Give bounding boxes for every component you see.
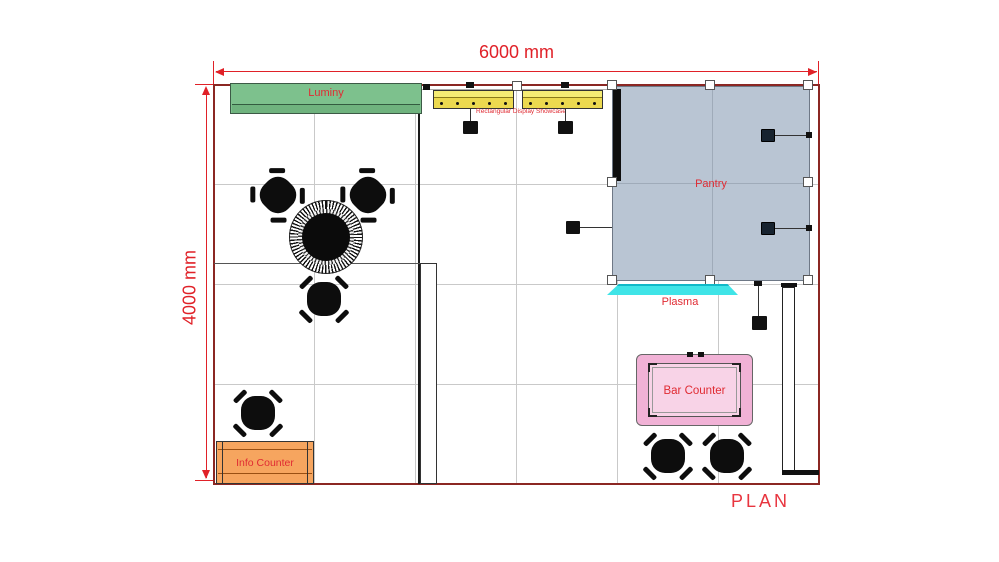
round-table — [289, 200, 363, 274]
wall-post — [607, 80, 617, 90]
wall-post — [705, 275, 715, 285]
spotlight-cord — [565, 109, 566, 122]
wall-post — [803, 177, 813, 187]
dimension-extension-tick — [213, 61, 214, 84]
pantry-room: Pantry — [612, 86, 810, 281]
light-arm — [775, 135, 808, 136]
chair — [701, 432, 753, 480]
wall-nub — [754, 281, 762, 286]
bar-counter-top — [648, 363, 741, 417]
luminy-counter: Luminy — [230, 83, 422, 114]
wall-cap — [781, 283, 797, 287]
light-arm — [580, 227, 612, 228]
info-counter: Info Counter — [216, 441, 314, 484]
wall-post — [705, 80, 715, 90]
luminy-front-strip — [232, 104, 420, 113]
partition-panel — [420, 263, 437, 484]
spotlight — [463, 121, 478, 134]
spotlight — [558, 121, 573, 134]
showcase-shelf — [434, 97, 513, 108]
display-showcase — [522, 90, 603, 109]
arrow-down-icon — [202, 470, 210, 479]
wall-post — [512, 81, 522, 91]
spotlight-cord — [758, 286, 759, 316]
side-wall — [782, 287, 795, 471]
spotlight — [566, 221, 580, 234]
pantry-light — [761, 222, 775, 235]
wall-post — [803, 275, 813, 285]
info-counter-label: Info Counter — [236, 457, 294, 469]
showcase-shelf — [523, 97, 602, 108]
dimension-height-label: 4000 mm — [179, 249, 200, 326]
grid-line — [215, 184, 818, 185]
chair — [298, 275, 350, 323]
counter-edge — [218, 473, 312, 474]
dimension-width-label: 6000 mm — [478, 42, 555, 62]
bar-counter: Bar Counter — [636, 352, 753, 426]
partition-wall — [418, 85, 420, 484]
plan-title: PLAN — [730, 491, 791, 511]
wall-nub — [423, 84, 430, 90]
counter-nub — [687, 352, 693, 357]
wall-nub — [806, 132, 812, 138]
arrow-right-icon — [808, 68, 817, 76]
grid-line — [215, 284, 818, 285]
wall-post — [803, 80, 813, 90]
pantry-door — [613, 89, 621, 181]
wall-nub — [466, 82, 474, 88]
counter-bracket — [732, 363, 741, 372]
plasma-screen — [607, 284, 738, 295]
spotlight-cord — [470, 109, 471, 122]
pantry-label: Pantry — [695, 178, 727, 190]
counter-cap — [307, 442, 308, 483]
counter-cap — [222, 442, 223, 483]
showcase-label: Rectangular Display Showcase — [476, 108, 566, 115]
pantry-light — [761, 129, 775, 142]
wall-cap — [782, 470, 819, 475]
wall-nub — [561, 82, 569, 88]
chair — [232, 389, 284, 437]
arrow-left-icon — [215, 68, 224, 76]
light-arm — [775, 228, 808, 229]
arrow-up-icon — [202, 86, 210, 95]
dimension-extension-tick — [195, 480, 214, 481]
grid-line — [215, 384, 818, 385]
dimension-height-line — [206, 88, 207, 478]
dimension-extension-tick — [195, 84, 214, 85]
bar-counter-label: Bar Counter — [663, 385, 726, 397]
chair — [642, 432, 694, 480]
wall-nub — [806, 225, 812, 231]
counter-edge — [218, 449, 312, 450]
dimension-width-line — [216, 71, 817, 72]
plasma-label: Plasma — [661, 296, 699, 308]
spotlight — [752, 316, 767, 330]
pantry-division — [613, 183, 809, 184]
luminy-label: Luminy — [308, 87, 344, 99]
counter-bracket — [648, 408, 657, 417]
wall-post — [607, 275, 617, 285]
counter-bracket — [648, 363, 657, 372]
display-showcase — [433, 90, 514, 109]
dimension-extension-tick — [818, 61, 819, 84]
counter-bracket — [732, 408, 741, 417]
counter-nub — [698, 352, 704, 357]
wall-post — [607, 177, 617, 187]
